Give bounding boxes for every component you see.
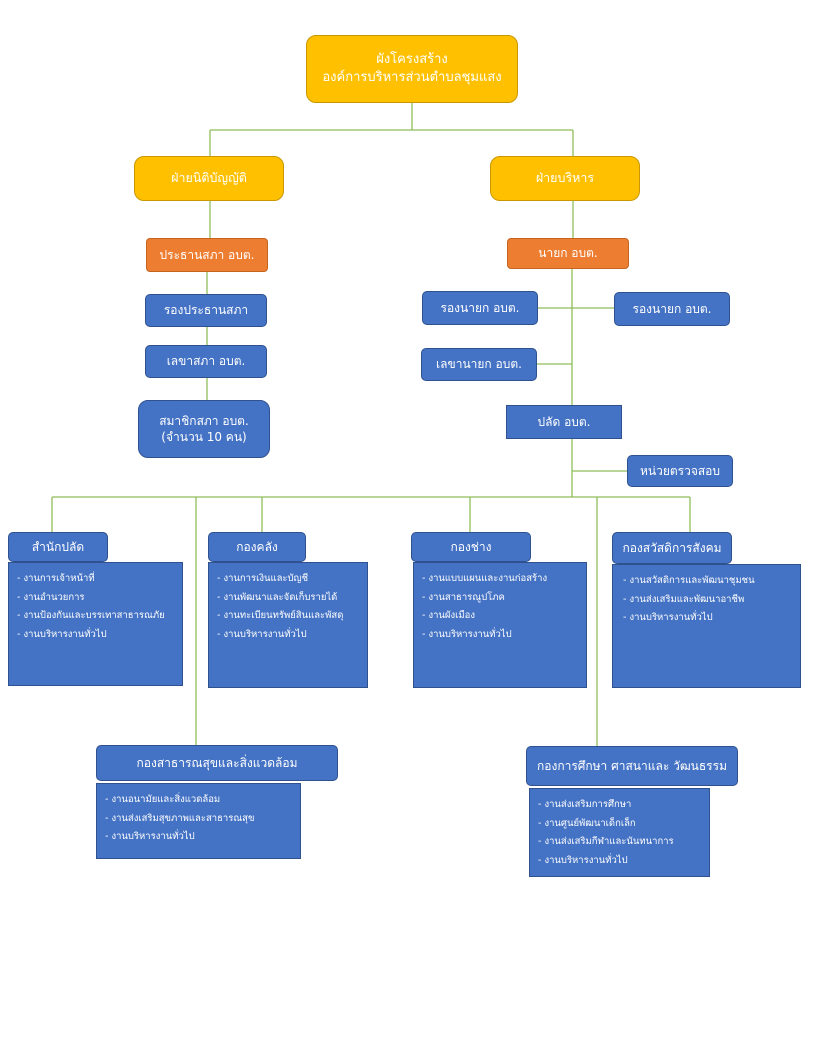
executive-branch-box: ฝ่ายบริหาร — [490, 156, 640, 201]
division-clerk-office-header: สำนักปลัด — [8, 532, 108, 562]
division-education-tasks: - งานส่งเสริมการศึกษา - งานศูนย์พัฒนาเด็… — [529, 788, 710, 877]
chief-administrator-label: ปลัด อบต. — [537, 414, 591, 429]
task-item: - งานบริหารงานทั่วไป — [17, 628, 107, 640]
division-engineering-tasks: - งานแบบแผนและงานก่อสร้าง - งานสาธารณูปโ… — [413, 562, 587, 688]
division-clerk-office-tasks: - งานการเจ้าหน้าที่ - งานอำนวยการ - งานป… — [8, 562, 183, 686]
division-finance-label: กองคลัง — [236, 539, 278, 554]
division-education-header: กองการศึกษา ศาสนาและ วัฒนธรรม — [526, 746, 738, 786]
council-secretary-label: เลขาสภา อบต. — [166, 354, 246, 369]
council-members-label: สมาชิกสภา อบต. — [159, 413, 249, 428]
division-public-health-tasks: - งานอนามัยและสิ่งแวดล้อม - งานส่งเสริมส… — [96, 783, 301, 859]
division-public-health-label: กองสาธารณสุขและสิ่งแวดล้อม — [136, 755, 298, 770]
task-item: - งานบริหารงานทั่วไป — [422, 628, 512, 640]
org-name: องค์การบริหารส่วนตำบลชุมแสง — [322, 70, 502, 85]
council-secretary-box: เลขาสภา อบต. — [145, 345, 267, 378]
org-title-box: ผังโครงสร้าง องค์การบริหารส่วนตำบลชุมแสง — [306, 35, 518, 103]
task-item: - งานส่งเสริมและพัฒนาอาชีพ — [623, 593, 745, 605]
task-item: - งานผังเมือง — [422, 610, 475, 622]
task-item: - งานส่งเสริมสุขภาพและสาธารณสุข — [105, 812, 255, 824]
division-clerk-office-label: สำนักปลัด — [31, 539, 85, 554]
mayor-box: นายก อบต. — [507, 238, 629, 269]
task-item: - งานส่งเสริมกีฬาและนันทนาการ — [538, 836, 674, 848]
vice-council-chair-label: รองประธานสภา — [163, 303, 249, 318]
org-chart-title: ผังโครงสร้าง — [376, 52, 448, 68]
division-social-welfare-header: กองสวัสดิการสังคม — [612, 532, 732, 564]
division-social-welfare-tasks: - งานสวัสดิการและพัฒนาชุมชน - งานส่งเสริ… — [612, 564, 801, 688]
task-item: - งานป้องกันและบรรเทาสาธารณภัย — [17, 610, 165, 622]
deputy-mayor-2-box: รองนายก อบต. — [614, 292, 730, 326]
chief-administrator-box: ปลัด อบต. — [506, 405, 622, 439]
mayor-label: นายก อบต. — [538, 246, 598, 261]
audit-unit-box: หน่วยตรวจสอบ — [627, 455, 733, 487]
council-members-box: สมาชิกสภา อบต. (จำนวน 10 คน) — [138, 400, 270, 458]
council-chair-label: ประธานสภา อบต. — [159, 247, 255, 262]
division-education-label: กองการศึกษา ศาสนาและ วัฒนธรรม — [536, 758, 727, 773]
division-engineering-header: กองช่าง — [411, 532, 531, 562]
task-item: - งานบริหารงานทั่วไป — [538, 854, 628, 866]
task-item: - งานการเงินและบัญชี — [217, 573, 309, 584]
legislative-branch-box: ฝ่ายนิติบัญญัติ — [134, 156, 284, 201]
task-item: - งานพัฒนาและจัดเก็บรายได้ — [217, 591, 338, 603]
task-item: - งานสวัสดิการและพัฒนาชุมชน — [623, 575, 755, 586]
task-item: - งานแบบแผนและงานก่อสร้าง — [422, 573, 548, 584]
task-item: - งานบริหารงานทั่วไป — [623, 612, 713, 624]
division-engineering-label: กองช่าง — [450, 539, 492, 554]
audit-unit-label: หน่วยตรวจสอบ — [639, 463, 721, 478]
executive-branch-label: ฝ่ายบริหาร — [535, 170, 595, 186]
division-finance-tasks: - งานการเงินและบัญชี - งานพัฒนาและจัดเก็… — [208, 562, 368, 688]
task-item: - งานศูนย์พัฒนาเด็กเล็ก — [538, 817, 636, 829]
division-social-welfare-label: กองสวัสดิการสังคม — [622, 540, 722, 555]
task-item: - งานสาธารณูปโภค — [422, 591, 505, 603]
task-item: - งานการเจ้าหน้าที่ — [17, 573, 95, 584]
task-item: - งานอนามัยและสิ่งแวดล้อม — [105, 794, 221, 805]
division-finance-header: กองคลัง — [208, 532, 306, 562]
task-item: - งานส่งเสริมการศึกษา — [538, 799, 632, 810]
task-item: - งานอำนวยการ — [17, 591, 85, 603]
task-item: - งานบริหารงานทั่วไป — [217, 628, 307, 640]
deputy-mayor-1-label: รองนายก อบต. — [440, 300, 520, 315]
vice-council-chair-box: รองประธานสภา — [145, 294, 267, 327]
mayor-secretary-label: เลขานายก อบต. — [436, 357, 522, 372]
council-chair-box: ประธานสภา อบต. — [146, 238, 268, 272]
mayor-secretary-box: เลขานายก อบต. — [421, 348, 537, 381]
deputy-mayor-1-box: รองนายก อบต. — [422, 291, 538, 325]
deputy-mayor-2-label: รองนายก อบต. — [632, 301, 712, 316]
division-public-health-header: กองสาธารณสุขและสิ่งแวดล้อม — [96, 745, 338, 781]
legislative-branch-label: ฝ่ายนิติบัญญัติ — [171, 170, 247, 186]
task-item: - งานทะเบียนทรัพย์สินและพัสดุ — [217, 610, 344, 622]
council-members-count: (จำนวน 10 คน) — [161, 430, 247, 444]
task-item: - งานบริหารงานทั่วไป — [105, 831, 195, 843]
